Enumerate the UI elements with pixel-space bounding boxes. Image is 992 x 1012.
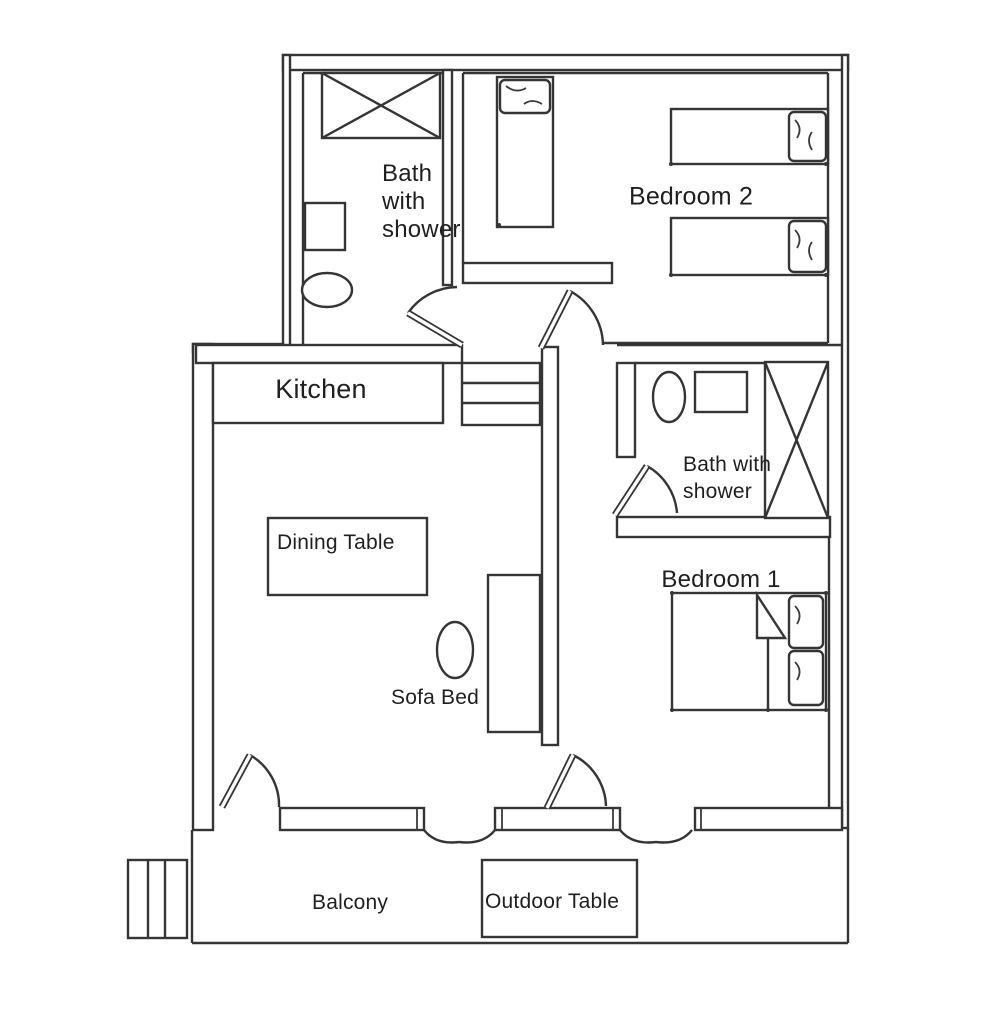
sofa-bed-label: Sofa Bed: [391, 686, 479, 709]
bottom-wall-segment-a: [278, 806, 426, 832]
bath-top-label: Bath with shower: [382, 160, 461, 243]
bath-right-stub-wall: [615, 361, 637, 459]
bath-top-fixtures: [300, 71, 442, 309]
bath-right-bottom-wall: [615, 515, 832, 539]
bath-top-wall: [441, 68, 454, 287]
balcony-label: Balcony: [312, 891, 389, 914]
bedroom2-furniture: [495, 75, 830, 277]
left-lower-wall: [191, 342, 215, 832]
bath-right-fixtures: [651, 360, 830, 520]
living-room-furniture: [266, 516, 542, 734]
bottom-wall-segment-b: [493, 806, 622, 832]
sink: [693, 370, 749, 414]
sink: [303, 201, 347, 252]
kitchen-label: Kitchen: [275, 374, 367, 405]
toilet: [651, 370, 687, 424]
dining-table: [266, 516, 429, 597]
blanket-fold: [755, 590, 788, 640]
bottom-wall-segment-c: [693, 806, 844, 832]
pillow: [787, 649, 825, 707]
dining-table-label: Dining Table: [277, 531, 395, 554]
french-door-arc: [423, 829, 460, 844]
bath-right-label: Bath with shower: [683, 453, 772, 503]
hall-living-wall: [194, 343, 464, 365]
left-upper-wall: [281, 53, 292, 354]
sofa-bed: [486, 573, 542, 734]
outside-striped-unit: [126, 858, 189, 940]
door-arc: [249, 753, 281, 808]
bedroom1-label: Bedroom 1: [661, 565, 781, 593]
toilet: [300, 271, 354, 309]
pillow: [787, 594, 825, 650]
balcony-outline: [190, 828, 850, 945]
top-wall: [281, 53, 850, 72]
bedroom2-hall-wall: [461, 261, 614, 285]
french-door-arc: [458, 829, 496, 844]
door-arc: [569, 289, 605, 346]
kitchen-counter: [211, 361, 445, 425]
door-arc: [646, 464, 679, 514]
pillow: [498, 78, 552, 115]
entry-steps: [460, 361, 542, 427]
french-door-arc: [655, 829, 693, 844]
outdoor-table-label: Outdoor Table: [485, 890, 620, 913]
outer-walls: [191, 53, 850, 832]
bedroom2-label: Bedroom 2: [628, 182, 754, 211]
pillow: [787, 219, 828, 274]
side-table: [435, 620, 475, 680]
bedroom1-furniture: [670, 590, 828, 712]
door-arc: [572, 753, 608, 807]
outdoor-table: [480, 858, 639, 939]
doors: [218, 285, 693, 844]
door-arc: [407, 285, 458, 314]
right-wall: [840, 53, 850, 830]
central-wall: [540, 345, 560, 747]
french-door-arc: [619, 829, 657, 844]
pillow: [787, 110, 828, 163]
